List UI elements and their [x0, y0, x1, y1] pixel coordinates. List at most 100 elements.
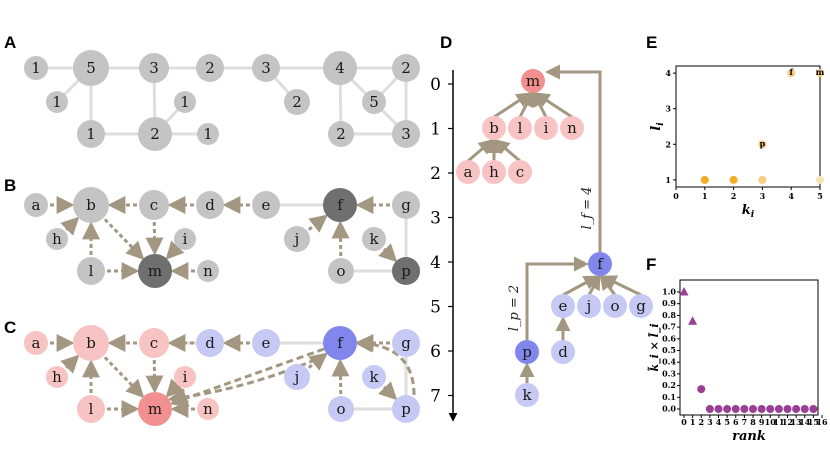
- panel-f-ylabel: k̃_i × l̃_i: [647, 323, 662, 371]
- panel-d-tick-label: 0: [430, 75, 441, 95]
- panel-e-xlabel-sub: i: [751, 210, 755, 220]
- panel-f-xtick-label: 15: [808, 417, 819, 427]
- panel-d-node-label: g: [636, 297, 646, 315]
- panel-c-node-p: [392, 395, 420, 423]
- panel-c-node-label: j: [293, 368, 300, 386]
- panel-a-node-label: 5: [86, 59, 96, 77]
- panel-f-xtick-label: 13: [791, 417, 803, 427]
- panel-a-node-3: [252, 54, 280, 82]
- panel-d-node-label: h: [489, 163, 499, 181]
- panel-d-node-o: [603, 294, 627, 318]
- panel-e-ylabel: li: [649, 122, 666, 131]
- panel-f-point: [749, 405, 757, 413]
- panel-e-xtick-label: 0: [673, 191, 679, 201]
- panel-e-point: [758, 175, 767, 184]
- panel-f-point: [740, 405, 749, 413]
- panel-b-node-j: [284, 226, 310, 252]
- panel-a-node-1: [24, 56, 48, 80]
- panel-e-point: [787, 69, 796, 78]
- panel-f-xtick-label: 3: [707, 417, 713, 427]
- panel-d-arrow-f-to-m: [545, 64, 602, 252]
- panel-a-node-1: [46, 91, 68, 113]
- panel-e-ytick-label: 3: [665, 104, 671, 114]
- panel-b-node-label: g: [401, 196, 411, 214]
- panel-d-node-label: e: [559, 297, 568, 315]
- panel-f-point: [783, 405, 792, 413]
- panel-d-node-b: [482, 116, 506, 140]
- panel-d-arrow-to-m: [493, 92, 532, 119]
- panel-b-arrow: [378, 243, 398, 263]
- panel-e-point-label: m: [816, 67, 825, 77]
- panel-d-node-label: j: [585, 297, 592, 315]
- panel-d-node-i: [534, 116, 558, 140]
- panel-a-node-label: 1: [31, 59, 41, 77]
- panel-c-node-label: p: [401, 400, 411, 418]
- panel-b-node-p: [392, 257, 420, 285]
- panel-d-node-label: n: [567, 119, 577, 137]
- panel-d-node-k: [515, 383, 539, 407]
- panel-d-arrow-to-f: [601, 275, 642, 297]
- panel-d-node-label: o: [610, 297, 619, 315]
- panel-f-point: [792, 405, 801, 413]
- panel-f-ytick-label: 0.8: [662, 310, 676, 320]
- panel-b-node-label: n: [203, 262, 213, 280]
- panel-label-d: D: [440, 33, 452, 52]
- panel-a-node-label: 2: [205, 59, 215, 77]
- panel-f-ytick-label: 0.2: [662, 380, 676, 390]
- panel-c-arrow-f-to-m-2: [167, 353, 327, 407]
- panel-a-node-label: 2: [401, 59, 411, 77]
- panel-e-xtick-label: 5: [817, 191, 823, 201]
- panel-b-node-n: [197, 260, 219, 282]
- panel-d-node-l: [508, 116, 532, 140]
- panel-b-node-o: [328, 258, 354, 284]
- panel-f-ytick-label: 0.7: [662, 322, 676, 332]
- panel-a-node-5: [362, 90, 386, 114]
- panel-b-node-label: e: [262, 196, 271, 214]
- panel-d-arrow-to-b: [467, 139, 494, 163]
- panel-e-ylabel-sub: i: [656, 122, 666, 126]
- panel-b-node-label: k: [369, 230, 379, 248]
- panel-e-xlabel: ki: [742, 203, 755, 220]
- panel-b-node-label: a: [32, 196, 41, 214]
- panel-b-node-label: f: [337, 196, 344, 214]
- panel-a-node-label: 5: [369, 93, 379, 111]
- panel-d-node-label: d: [558, 343, 568, 361]
- panel-f-point: [800, 405, 809, 413]
- panel-b-node-label: l: [89, 262, 94, 280]
- panel-f-ytick-label: 1.0: [662, 287, 676, 297]
- panel-b-node-label: b: [86, 196, 96, 214]
- panel-b-node-label: d: [205, 196, 215, 214]
- panel-c-node-e: [252, 329, 280, 357]
- panel-f-xtick-label: 7: [742, 417, 748, 427]
- panel-f-point: [766, 405, 775, 413]
- panel-label-f: F: [646, 255, 656, 274]
- panel-a-node-label: 1: [52, 93, 62, 111]
- panel-d-node-label: p: [522, 343, 532, 361]
- panel-a-node-label: 2: [150, 125, 160, 143]
- panel-d-lp-label: l_p = 2: [507, 285, 522, 331]
- panel-e-ytick-label: 2: [665, 139, 671, 149]
- panel-b-node-label: h: [52, 230, 62, 248]
- panel-c-node-k: [362, 365, 386, 389]
- panel-b-node-d: [196, 191, 224, 219]
- panel-c-arrow: [60, 354, 80, 374]
- panel-b-node-label: o: [336, 262, 345, 280]
- panel-d-node-n: [560, 116, 584, 140]
- panel-d-tick-label: 6: [430, 342, 441, 362]
- panel-d-tick-label: 4: [430, 253, 441, 273]
- panel-c-node-c: [139, 328, 169, 358]
- panel-d-arrow-to-b: [494, 139, 521, 163]
- panel-d-node-m: [521, 69, 545, 93]
- panel-b-node-label: i: [183, 230, 188, 248]
- panel-a-node-label: 3: [149, 59, 159, 77]
- panel-d-tick-label: 3: [430, 209, 441, 229]
- panel-f-xtick-label: 2: [698, 417, 704, 427]
- panel-d-node-f: [588, 252, 612, 276]
- panel-f-xtick-label: 16: [816, 417, 828, 427]
- panel-e-point: [816, 69, 824, 78]
- panel-a-node-label: 2: [336, 125, 346, 143]
